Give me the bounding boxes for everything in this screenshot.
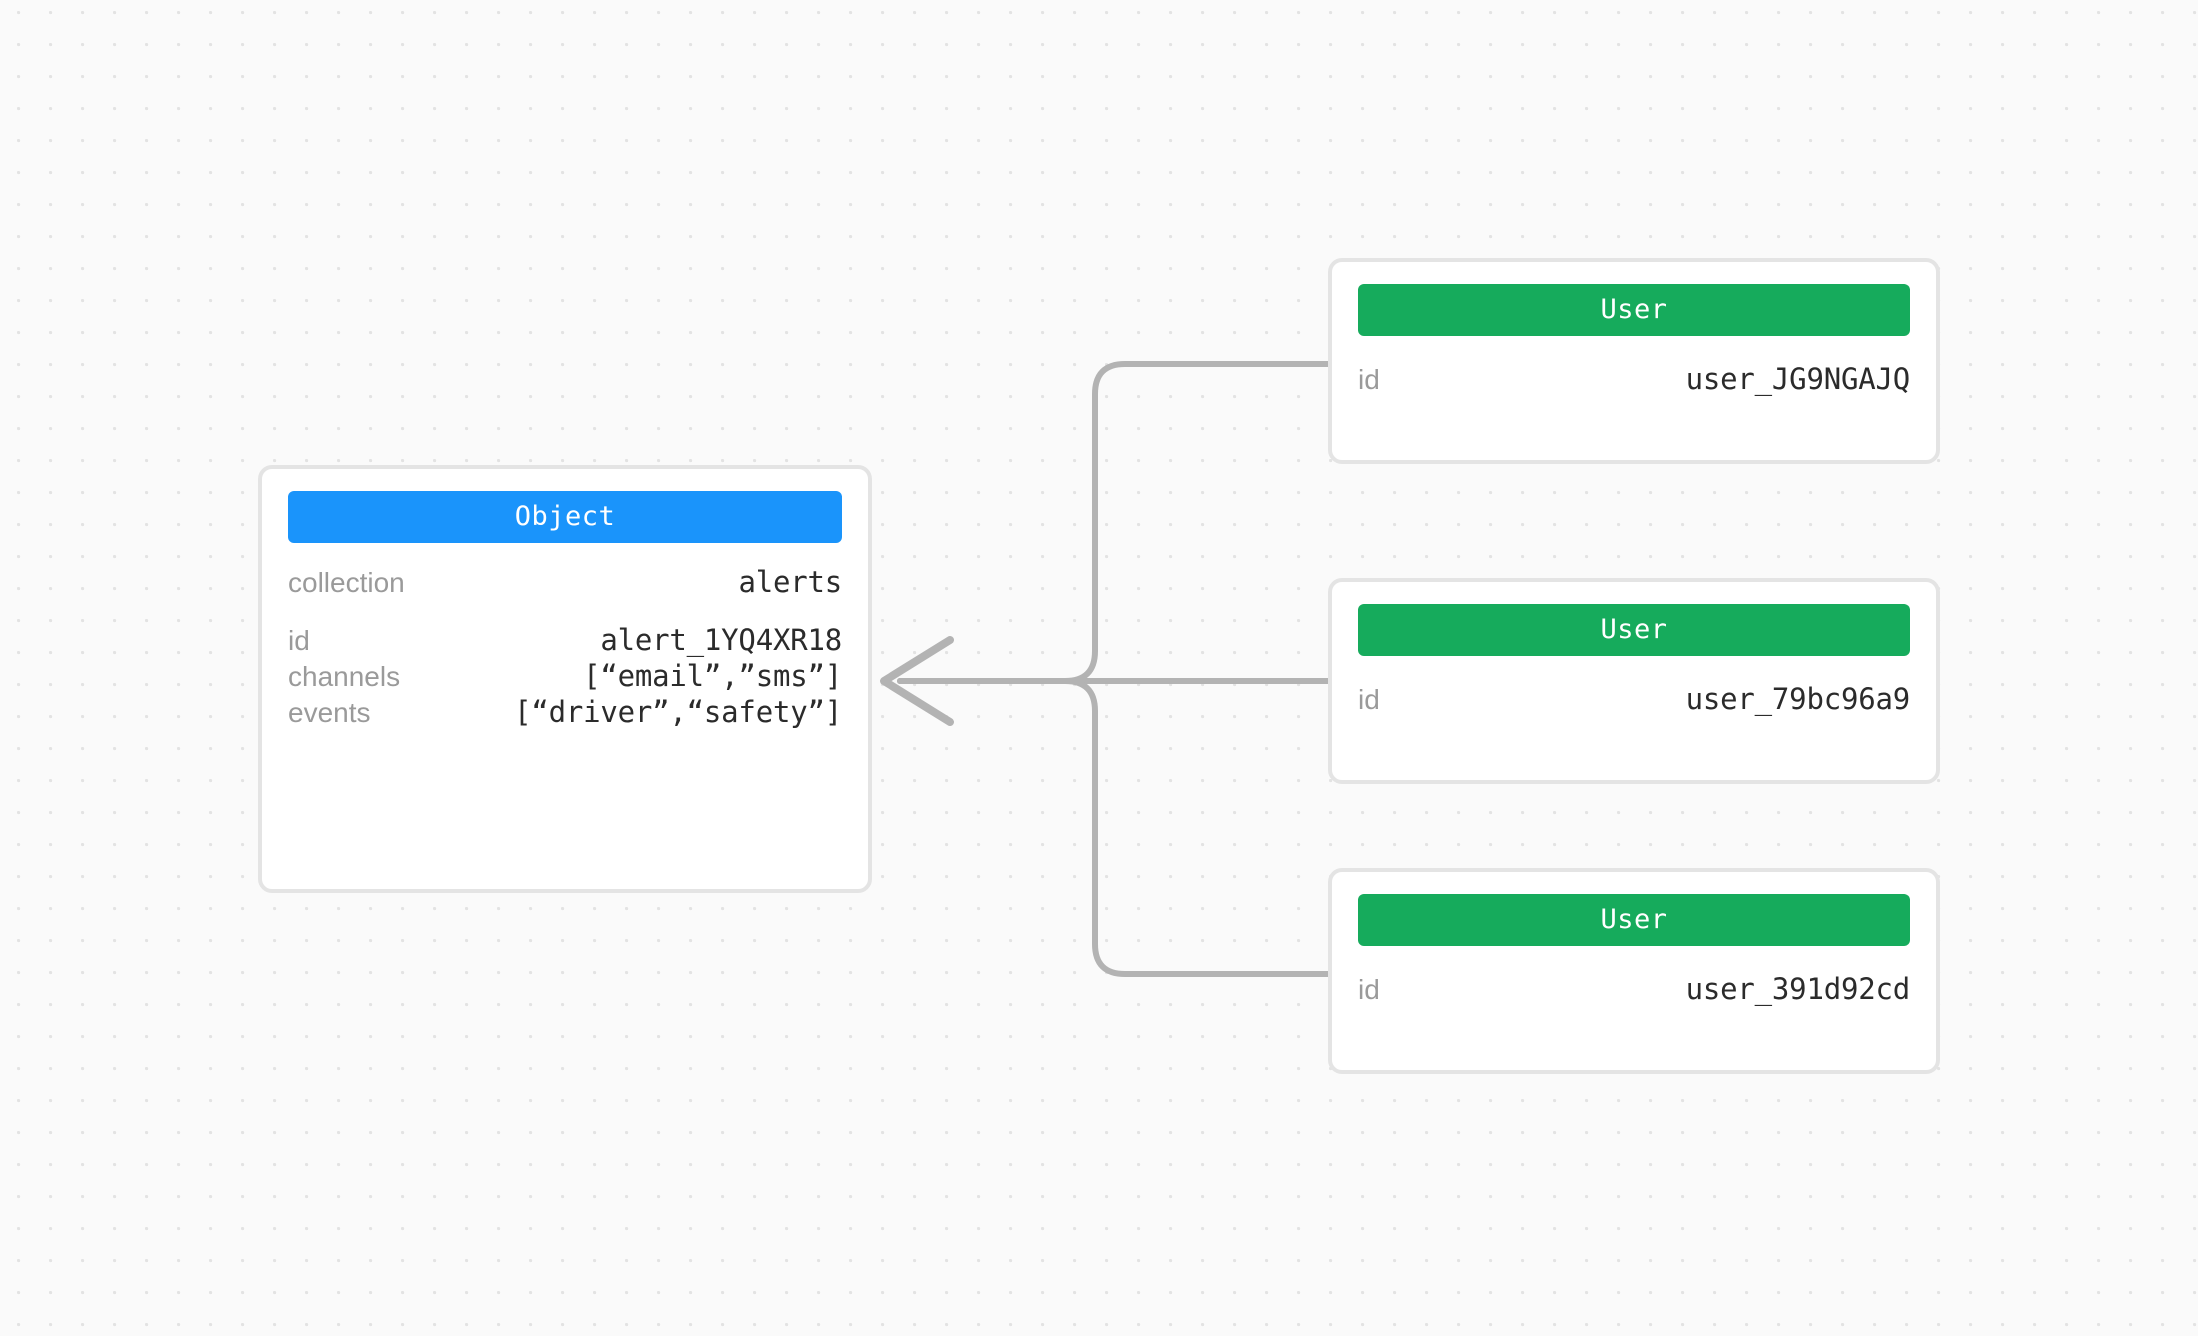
node-user-1[interactable]: User id user_79bc96a9 xyxy=(1328,578,1940,784)
edge-user-0-to-object xyxy=(897,361,1331,684)
field-spacer xyxy=(288,601,842,623)
field-value: user_391d92cd xyxy=(1685,972,1911,1006)
edge-user-2-to-object xyxy=(897,678,1331,977)
node-user-0-header: User xyxy=(1358,284,1910,336)
node-user-2-header: User xyxy=(1358,894,1910,946)
node-user-2-fields: id user_391d92cd xyxy=(1358,972,1910,1006)
node-user-0-fields: id user_JG9NGAJQ xyxy=(1358,362,1910,396)
field-value: [“email”,”sms”] xyxy=(583,659,842,693)
node-object[interactable]: Object collection alerts id alert_1YQ4XR… xyxy=(258,465,872,893)
field-row-id: id user_391d92cd xyxy=(1358,972,1910,1006)
field-row-id: id alert_1YQ4XR18 xyxy=(288,623,842,657)
field-row-events: events [“driver”,“safety”] xyxy=(288,695,842,729)
field-row-id: id user_79bc96a9 xyxy=(1358,682,1910,716)
field-row-id: id user_JG9NGAJQ xyxy=(1358,362,1910,396)
field-key: collection xyxy=(288,567,405,598)
field-key: id xyxy=(288,625,310,656)
field-key: events xyxy=(288,697,371,728)
field-value: alerts xyxy=(738,565,842,599)
node-object-fields: collection alerts id alert_1YQ4XR18 chan… xyxy=(288,565,842,729)
field-key: channels xyxy=(288,661,401,692)
node-user-1-header: User xyxy=(1358,604,1910,656)
field-key: id xyxy=(1358,364,1380,395)
edge-arrowhead xyxy=(880,636,954,726)
field-row-collection: collection alerts xyxy=(288,565,842,599)
node-object-header: Object xyxy=(288,491,842,543)
field-value: [“driver”,“safety”] xyxy=(514,695,842,729)
field-row-channels: channels [“email”,”sms”] xyxy=(288,659,842,693)
field-value: user_79bc96a9 xyxy=(1685,682,1911,716)
field-value: user_JG9NGAJQ xyxy=(1685,362,1911,396)
field-key: id xyxy=(1358,974,1380,1005)
node-user-2[interactable]: User id user_391d92cd xyxy=(1328,868,1940,1074)
field-value: alert_1YQ4XR18 xyxy=(600,623,842,657)
node-user-0[interactable]: User id user_JG9NGAJQ xyxy=(1328,258,1940,464)
field-key: id xyxy=(1358,684,1380,715)
node-user-1-fields: id user_79bc96a9 xyxy=(1358,682,1910,716)
